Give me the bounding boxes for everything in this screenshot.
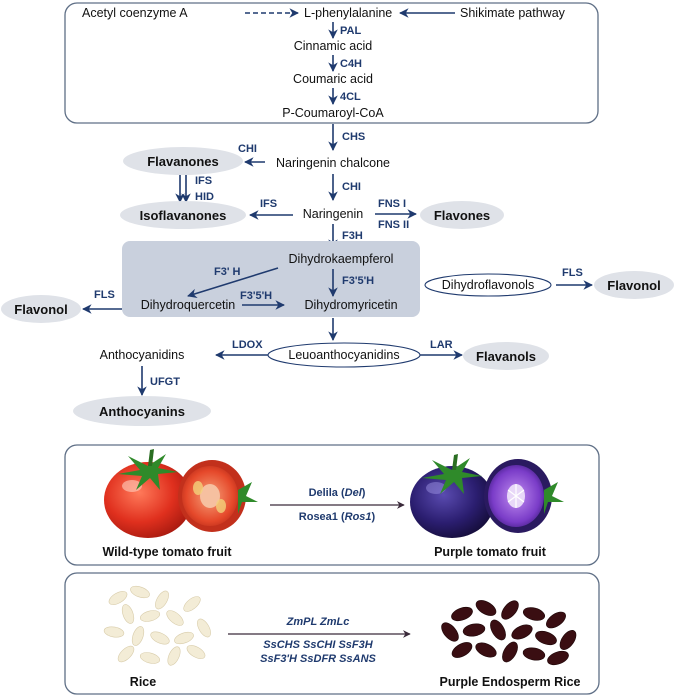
oval-isoflavanones [120, 201, 246, 229]
gene-rosea1: Rosea1 (Ros1) [299, 511, 376, 523]
enzyme-ifs-left: IFS [260, 198, 277, 210]
genes-zmpl-zmlc: ZmPL ZmLc [286, 616, 350, 628]
node-dihydroquercetin: Dihydroquercetin [141, 298, 236, 312]
node-flavonol-right: Flavonol [607, 278, 660, 293]
arrow-f3prime-h [187, 267, 279, 299]
node-acetyl-coa: Acetyl coenzyme A [82, 6, 188, 20]
enzyme-f3prime-h: F3' H [214, 266, 241, 278]
oval-flavanones [123, 147, 243, 175]
node-flavonol-left: Flavonol [14, 302, 67, 317]
oval-anthocyanins [73, 396, 211, 426]
node-dihydromyricetin: Dihydromyricetin [304, 298, 397, 312]
node-dihydroflavonols: Dihydroflavonols [442, 278, 534, 292]
node-anthocyanins: Anthocyanins [99, 404, 185, 419]
purple-tomato-whole-image [410, 454, 494, 538]
label-purple-endosperm-rice: Purple Endosperm Rice [439, 675, 580, 689]
purple-rice-image [441, 600, 577, 666]
node-cinnamic-acid: Cinnamic acid [294, 39, 373, 53]
enzyme-fls-right: FLS [562, 267, 583, 279]
purple-tomato-cut-image [484, 459, 564, 533]
oval-flavonol-left [1, 295, 81, 323]
node-naringenin-chalcone: Naringenin chalcone [276, 156, 390, 170]
enzyme-lar: LAR [430, 339, 453, 351]
node-naringenin: Naringenin [303, 207, 364, 221]
node-coumaric-acid: Coumaric acid [293, 72, 373, 86]
enzyme-f3prime5prime-h-down: F3'5'H [342, 275, 374, 287]
gene-delila: Delila (Del) [309, 487, 366, 499]
red-tomato-cut-image [178, 460, 258, 532]
enzyme-4cl: 4CL [340, 91, 361, 103]
enzyme-ifs-top: IFS [195, 175, 212, 187]
genes-sschs-sschi-ssf3h: SsCHS SsCHI SsF3H [263, 639, 373, 651]
node-flavones: Flavones [434, 208, 490, 223]
enzyme-pal: PAL [340, 25, 361, 37]
enzyme-chi-down: CHI [342, 181, 361, 193]
label-wild-type-tomato: Wild-type tomato fruit [102, 545, 232, 559]
node-leucoanthocyanidins: Leuoanthocyanidins [288, 348, 399, 362]
enzyme-chs: CHS [342, 131, 365, 143]
node-isoflavanones: Isoflavanones [140, 208, 227, 223]
enzyme-f3h: F3H [342, 230, 363, 242]
enzyme-chi-left: CHI [238, 143, 257, 155]
oval-flavanols [463, 342, 549, 370]
label-rice: Rice [130, 675, 156, 689]
node-flavanols: Flavanols [476, 349, 536, 364]
enzyme-f3prime5prime-h-right: F3'5'H [240, 290, 272, 302]
precursor-box [64, 2, 599, 124]
node-shikimate: Shikimate pathway [460, 6, 566, 20]
oval-flavones [420, 201, 504, 229]
enzyme-ufgt: UFGT [150, 376, 180, 388]
enzyme-ldox: LDOX [232, 339, 263, 351]
genes-ssf3h-ssdfr-ssans: SsF3'H SsDFR SsANS [260, 653, 376, 665]
white-rice-image [103, 585, 211, 666]
tomato-panel [64, 444, 600, 566]
enzyme-hid: HID [195, 191, 214, 203]
node-dihydrokaempferol: Dihydrokaempferol [289, 252, 394, 266]
node-p-coumaroyl-coa: P-Coumaroyl-CoA [282, 106, 384, 120]
node-l-phenylalanine: L-phenylalanine [304, 6, 392, 20]
node-anthocyanidins: Anthocyanidins [100, 348, 185, 362]
node-flavanones: Flavanones [147, 154, 219, 169]
rice-panel [64, 572, 600, 695]
red-tomato-whole-image [104, 449, 192, 538]
label-purple-tomato: Purple tomato fruit [434, 545, 547, 559]
enzyme-fns1: FNS I [378, 198, 406, 210]
enzyme-fls-left: FLS [94, 289, 115, 301]
enzyme-c4h: C4H [340, 58, 362, 70]
oval-dihydroflavonols [424, 273, 552, 297]
oval-flavonol-right [594, 271, 674, 299]
enzyme-fns2: FNS II [378, 219, 409, 231]
